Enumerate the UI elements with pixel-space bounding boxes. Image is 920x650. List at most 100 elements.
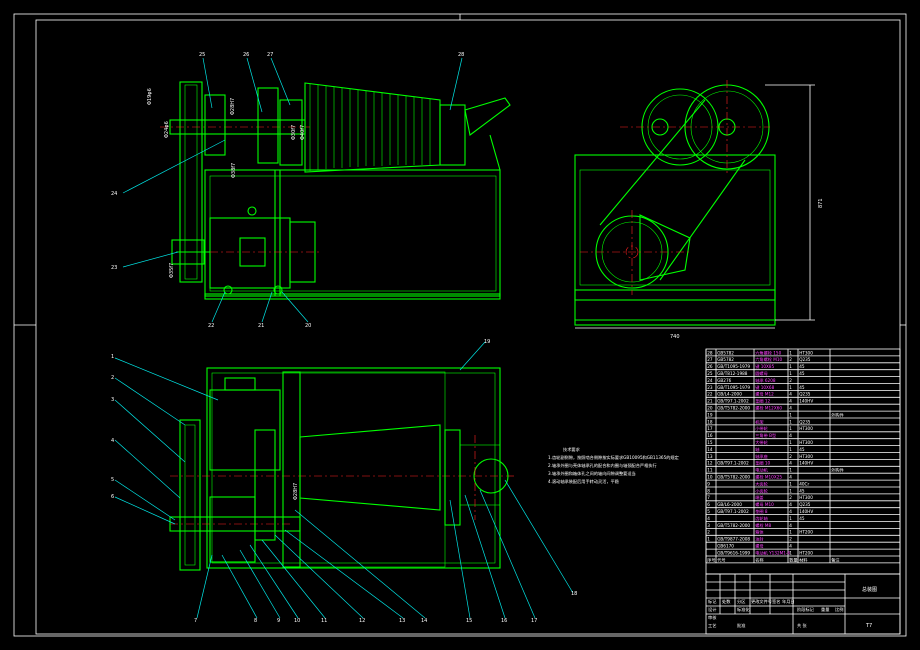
- parts-table-cell: 1: [789, 371, 792, 376]
- parts-table-cell: 小带轮: [755, 425, 768, 432]
- drawing-title: 总装图: [862, 586, 877, 593]
- callout-1: 1: [111, 354, 114, 360]
- technical-notes: 技术要求 1.齿轮副侧隙，按照啮合侧隙按实际要求GB10095和GB11365的…: [548, 446, 679, 485]
- parts-table-cell: 4: [789, 475, 792, 480]
- parts-table-cell: 4: [789, 544, 792, 549]
- parts-table-cell: 2: [789, 357, 792, 362]
- parts-table-cell: 机架: [755, 418, 763, 425]
- parts-table-cell: 22: [707, 392, 713, 397]
- parts-table-cell: 4: [789, 433, 792, 438]
- callout-25: 25: [199, 52, 205, 58]
- callout-11: 11: [321, 618, 327, 624]
- callout-8: 8: [254, 618, 257, 624]
- tb-label-design: 设计: [708, 606, 716, 613]
- callout-23: 23: [111, 265, 117, 271]
- parts-table-cell: 端盖: [755, 494, 763, 501]
- callout-2: 2: [111, 375, 114, 381]
- plan-view: [169, 367, 515, 571]
- callouts-top: 25 26 27 28 24 23 22 21 20: [111, 52, 464, 329]
- parts-table-cell: 1: [789, 385, 792, 390]
- parts-table-cell: 圆螺母: [755, 370, 768, 377]
- parts-table-cell: 螺母 M12: [755, 391, 774, 398]
- callout-6: 6: [111, 494, 114, 500]
- parts-table-cell: 螺栓 M12X60: [755, 405, 782, 412]
- dim-top-left-1: Φ19φ6: [147, 88, 153, 105]
- parts-table-cell: 21: [707, 399, 713, 404]
- notes-line-4: 4.滚动轴承装配后用手转动灵活，平稳: [548, 478, 620, 485]
- parts-table-cell: 外购件: [831, 467, 844, 474]
- tb-label-approve: 批准: [737, 622, 745, 629]
- parts-table-cell: GB/T1095-1979: [717, 385, 750, 390]
- notes-line-2: 2.轴承外圈与壳体轴承孔的配合和内圈与轴颈配合严格执行: [548, 462, 657, 469]
- parts-table-cell: HT300: [799, 454, 813, 459]
- parts-table-cell: 18: [707, 419, 713, 424]
- parts-table-header-cell: 序号: [707, 556, 715, 563]
- parts-table-cell: 28: [707, 350, 713, 355]
- parts-table-header-cell: 代号: [717, 556, 725, 563]
- parts-table-cell: 螺栓 M8: [755, 522, 771, 529]
- parts-table-cell: 14: [707, 447, 713, 452]
- parts-table-cell: 8: [707, 488, 710, 493]
- parts-table-cell: HT300: [799, 440, 813, 445]
- notes-line-3: 3.轴承外圈和箱体孔之间的轴向间隙调整要适当: [548, 470, 636, 477]
- parts-table-cell: 2: [789, 537, 792, 542]
- callout-21: 21: [258, 323, 264, 329]
- parts-table-cell: 4: [789, 461, 792, 466]
- parts-table-cell: Q235: [799, 419, 811, 424]
- parts-table-cell: 4: [789, 502, 792, 507]
- parts-table-cell: 大齿轮: [755, 480, 768, 487]
- parts-table-cell: 油封: [755, 536, 763, 543]
- callout-26: 26: [243, 52, 249, 58]
- parts-table-cell: 45: [799, 447, 805, 452]
- tb-label-review: 审核: [708, 614, 717, 621]
- parts-table-cell: GB/T97.1-2002: [717, 461, 749, 466]
- parts-table-cell: 4: [789, 406, 792, 411]
- parts-table-cell: GB/T5782-2000: [717, 475, 750, 480]
- parts-table-cell: 2: [789, 378, 792, 383]
- parts-table-cell: 45: [799, 364, 805, 369]
- dim-lower: Φ35f7: [169, 263, 175, 278]
- parts-table-cell: GB276: [717, 378, 731, 383]
- parts-table-cell: 1: [789, 550, 792, 555]
- parts-table-cell: 键 10X85: [755, 363, 774, 370]
- callout-9: 9: [277, 618, 280, 624]
- dim-motor: Φ38f7: [231, 163, 237, 178]
- parts-table-cell: 140HV: [799, 399, 813, 404]
- parts-table-cell: 1: [789, 440, 792, 445]
- parts-table-cell: 螺母: [755, 543, 763, 550]
- parts-table-cell: 箱体: [755, 529, 764, 536]
- parts-table-header-cell: 数量: [789, 556, 797, 563]
- callout-19: 19: [484, 339, 490, 345]
- parts-table-cell: 1: [789, 364, 792, 369]
- parts-table-cell: 轴承座: [755, 453, 768, 460]
- callout-12: 12: [359, 618, 365, 624]
- callout-16: 16: [501, 618, 507, 624]
- parts-table-cell: 小齿轮: [755, 487, 768, 494]
- callout-15: 15: [466, 618, 472, 624]
- parts-table-header-cell: 备注: [831, 556, 840, 563]
- callouts-side: 1 2 3 4 5 6 19 18: [111, 339, 577, 597]
- parts-table-cell: 4: [789, 392, 792, 397]
- dimension-labels: Φ19φ6 Φ24φ6 Φ28H7 Φ30f7 Φ40f7 Φ38f7 Φ35f…: [147, 88, 824, 500]
- parts-table-cell: GB/T9616-1999: [717, 550, 750, 555]
- parts-table-cell: 45: [799, 516, 805, 521]
- callout-14: 14: [421, 618, 427, 624]
- parts-table-cell: HT300: [799, 350, 813, 355]
- parts-table-cell: GB/L4-2000: [717, 392, 742, 397]
- parts-table-cell: 4: [789, 399, 792, 404]
- parts-table-cell: GB/T97.1-2002: [717, 509, 749, 514]
- parts-table-cell: 2: [789, 454, 792, 459]
- parts-table-cell: 45: [799, 385, 805, 390]
- parts-table-cell: 5: [707, 509, 710, 514]
- callout-20: 20: [305, 323, 311, 329]
- drawing-frame: [35, 19, 901, 635]
- parts-table-cell: 螺母 M10: [755, 501, 774, 508]
- title-block: 标记 处数 分区 更改文件号 签名 年月日 设计 标准化 阶段标记 重量 比例 …: [705, 573, 901, 635]
- dim-height: 871: [818, 198, 824, 208]
- parts-table-cell: 6: [707, 502, 710, 507]
- callout-22: 22: [208, 323, 214, 329]
- dim-plan: Φ28H7: [293, 483, 299, 500]
- parts-table-cell: HT200: [799, 550, 813, 555]
- parts-table-cell: 16: [707, 433, 713, 438]
- notes-line-1: 1.齿轮副侧隙，按照啮合侧隙按实际要求GB10095和GB11365的规定: [548, 454, 679, 461]
